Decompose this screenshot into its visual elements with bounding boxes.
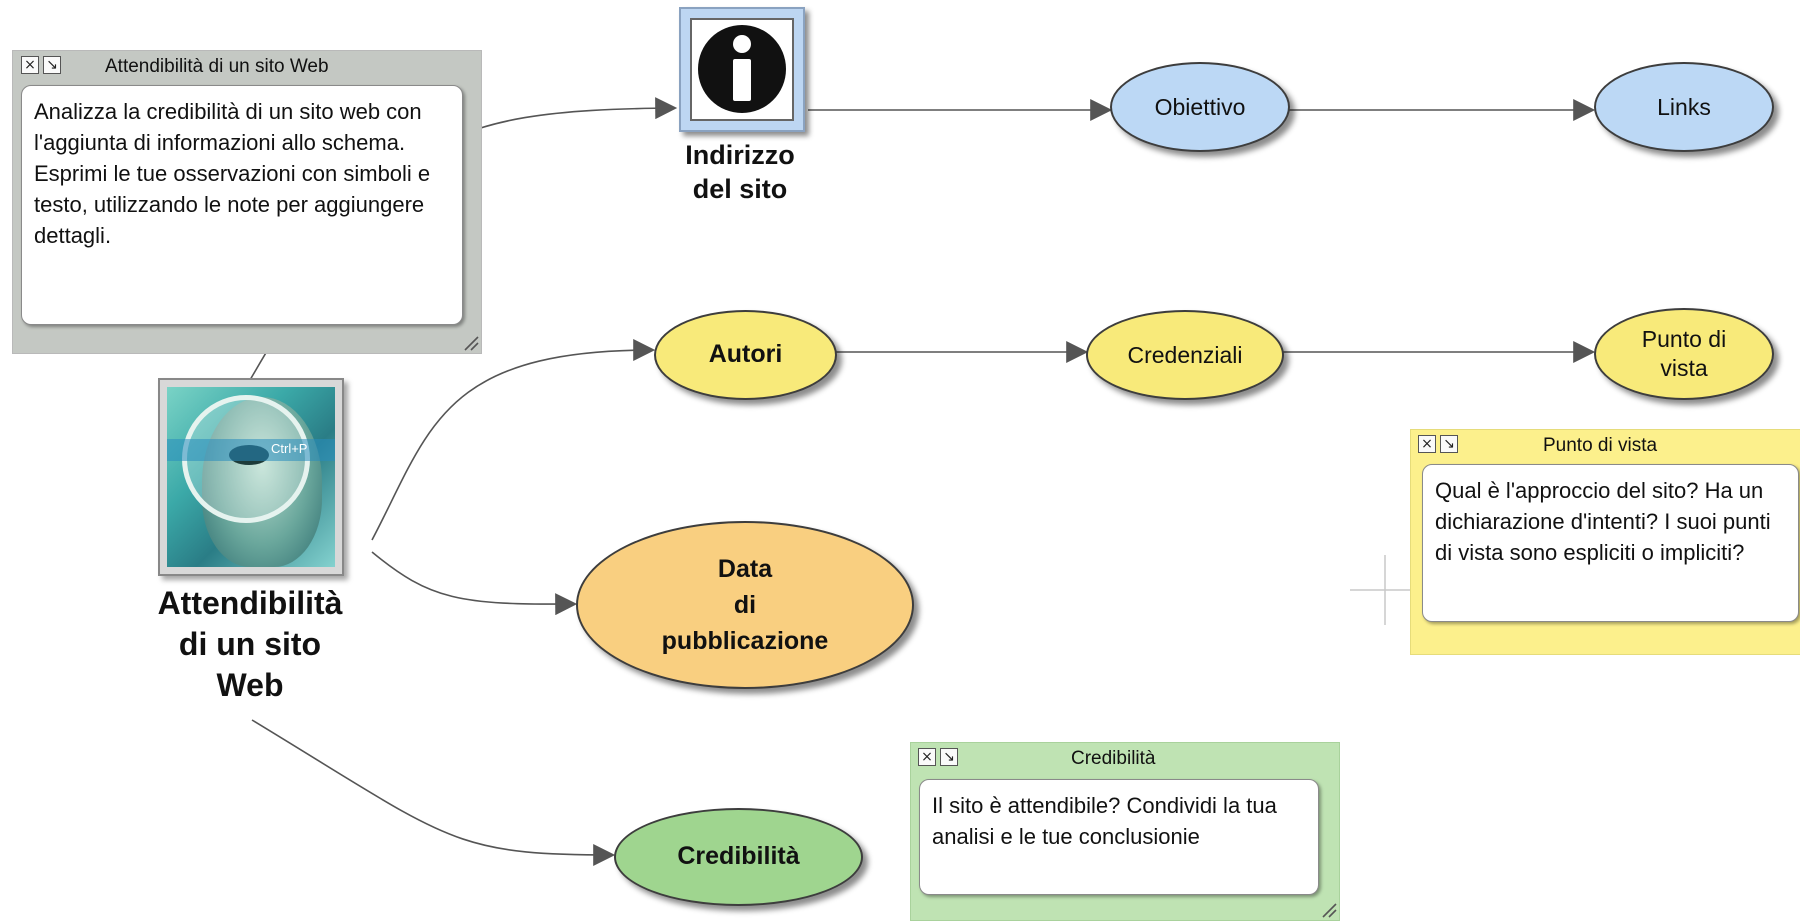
node-autori-label: Autori (708, 340, 783, 369)
resize-icon[interactable]: ↘ (940, 748, 958, 766)
central-label-line-3: Web (216, 667, 284, 703)
site-label-line-1: Indirizzo (685, 140, 795, 170)
central-label-line-1: Attendibilità (157, 585, 343, 621)
note-punto-di-vista[interactable]: × ↘ Punto di vista Qual è l'approccio de… (1410, 429, 1800, 655)
node-links-label: Links (1657, 93, 1711, 120)
note-text[interactable]: Il sito è attendibile? Condividi la tua … (919, 779, 1319, 895)
node-data-label-line-3: pubblicazione (661, 627, 829, 655)
central-label-line-2: di un sito (178, 626, 322, 662)
central-image[interactable]: Ctrl+P (158, 378, 344, 576)
resize-grip-icon[interactable] (461, 333, 479, 351)
note-credibilita[interactable]: × ↘ Credibilità Il sito è attendibile? C… (910, 742, 1340, 921)
connector-central-to-data (371, 551, 578, 616)
node-credenziali[interactable]: Credenziali (1086, 310, 1284, 400)
magnifier-eye-image: Ctrl+P (167, 387, 335, 567)
close-icon[interactable]: × (21, 56, 39, 74)
node-links[interactable]: Links (1594, 62, 1774, 152)
note-title-bar[interactable]: × ↘ Credibilità (911, 743, 1339, 773)
node-data-pubblicazione[interactable]: Data di pubblicazione (576, 521, 914, 689)
site-node-label[interactable]: Indirizzo del sito (650, 138, 830, 206)
info-icon-frame (690, 18, 794, 121)
note-attendibilita[interactable]: × ↘ Attendibilità di un sito Web Analizz… (12, 50, 482, 354)
note-text[interactable]: Analizza la credibilità di un sito web c… (21, 85, 463, 325)
node-punto-di-vista[interactable]: Punto di vista (1594, 308, 1774, 400)
node-punto-label-line-1: Punto di (1641, 326, 1727, 353)
note-text[interactable]: Qual è l'approccio del sito? Ha un dichi… (1422, 464, 1799, 622)
site-icon-frame[interactable] (679, 7, 805, 132)
close-icon[interactable]: × (1418, 435, 1436, 453)
node-credibilita[interactable]: Credibilità (614, 808, 863, 906)
note-title: Punto di vista (1543, 435, 1658, 456)
note-title-bar[interactable]: × ↘ Attendibilità di un sito Web (13, 51, 481, 81)
resize-icon[interactable]: ↘ (1440, 435, 1458, 453)
note-title: Attendibilità di un sito Web (105, 56, 329, 77)
central-node-label[interactable]: Attendibilità di un sito Web (115, 583, 385, 706)
menu-strip-text: Ctrl+P (271, 441, 308, 456)
resize-grip-icon[interactable] (1319, 900, 1337, 918)
node-punto-label-line-2: vista (1660, 355, 1708, 381)
menu-strip (167, 439, 335, 461)
note-title: Credibilità (1071, 748, 1156, 769)
note-title-bar[interactable]: × ↘ Punto di vista (1411, 430, 1800, 460)
close-icon[interactable]: × (918, 748, 936, 766)
node-autori[interactable]: Autori (654, 310, 837, 400)
node-credibilita-label: Credibilità (677, 842, 800, 871)
info-icon (698, 25, 786, 113)
resize-icon[interactable]: ↘ (43, 56, 61, 74)
site-label-line-2: del sito (692, 174, 788, 204)
node-credenziali-label: Credenziali (1127, 341, 1243, 368)
node-obiettivo-label: Obiettivo (1154, 93, 1246, 120)
node-data-label-line-2: di (733, 591, 757, 619)
connector-central-to-credibilita (251, 719, 616, 866)
node-obiettivo[interactable]: Obiettivo (1110, 62, 1290, 152)
node-data-label-line-1: Data (717, 555, 773, 583)
connector-central-to-autori (371, 339, 656, 541)
